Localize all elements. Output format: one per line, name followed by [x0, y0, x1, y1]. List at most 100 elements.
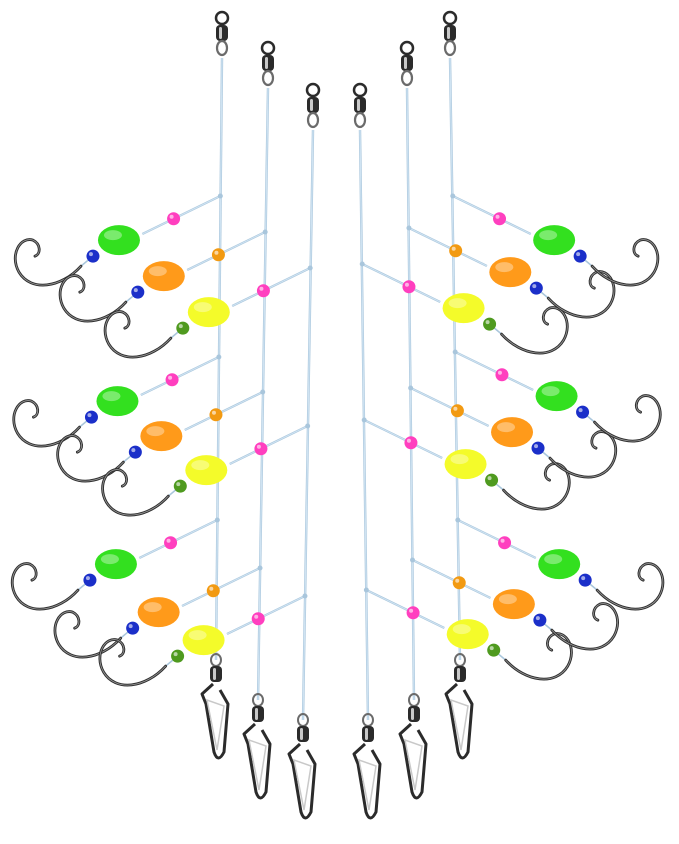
- foam-float-icon: [140, 421, 183, 452]
- foam-float-icon: [94, 549, 137, 580]
- dropper-arm-core: [457, 519, 537, 559]
- leader-line-core: [359, 129, 369, 721]
- dropper-arm-core: [139, 519, 218, 559]
- foam-float-icon: [489, 257, 532, 288]
- bead-icon: [404, 436, 418, 450]
- bead-icon: [498, 536, 512, 550]
- bead-icon: [402, 280, 416, 294]
- foam-float-icon: [137, 597, 180, 628]
- snap-swivel-icon: [287, 713, 317, 820]
- dropper-arm-core: [361, 263, 441, 303]
- foam-float-icon: [96, 386, 139, 417]
- foam-float-icon: [446, 619, 489, 650]
- dropper-arm-core: [229, 425, 308, 465]
- dropper-arm-core: [366, 589, 445, 629]
- snap-swivel-icon: [242, 693, 272, 800]
- knot: [363, 587, 369, 593]
- bead-icon: [84, 410, 98, 424]
- knot: [450, 193, 456, 199]
- knot: [409, 557, 415, 563]
- dropper-arm-core: [410, 387, 489, 427]
- circle-hook-icon: [504, 632, 573, 681]
- dropper-arm-core: [454, 351, 534, 391]
- circle-hook-icon: [548, 430, 618, 479]
- circle-hook-icon: [101, 468, 170, 517]
- dropper-arm-core: [412, 559, 491, 599]
- bead-icon: [487, 643, 501, 657]
- bead-icon: [209, 408, 223, 422]
- barrel-swivel-icon: [352, 82, 368, 129]
- barrel-swivel-icon: [214, 10, 230, 57]
- dropper-arm-core: [184, 391, 263, 431]
- bead-icon: [86, 249, 100, 263]
- circle-hook-icon: [550, 602, 619, 651]
- dropper-arm-core: [226, 595, 306, 635]
- hooks: [10, 238, 665, 687]
- circle-hook-icon: [58, 274, 128, 323]
- foam-float-icon: [492, 589, 535, 620]
- bead-icon: [254, 442, 268, 456]
- snap-swivel-icon: [200, 653, 230, 760]
- bead-icon: [495, 368, 509, 382]
- bead-icon: [126, 621, 140, 635]
- foam-float-icon: [533, 225, 576, 256]
- dropper-arm-core: [231, 267, 311, 307]
- circle-hook-icon: [502, 462, 571, 511]
- foam-float-icon: [442, 293, 485, 324]
- knot: [408, 385, 414, 391]
- dropper-arm-core: [181, 567, 261, 607]
- foam-float-icon: [444, 449, 487, 480]
- foam-float-icon: [491, 417, 534, 448]
- bead-icon: [452, 576, 466, 590]
- knot: [262, 229, 268, 235]
- knot: [216, 354, 222, 360]
- knot: [452, 349, 458, 355]
- knot: [214, 517, 220, 523]
- bottom-snap-swivels: [200, 653, 474, 820]
- bead-icon: [533, 613, 547, 627]
- knot: [257, 565, 263, 571]
- foam-float-icon: [187, 297, 230, 328]
- circle-hook-icon: [500, 306, 569, 355]
- foam-float-icon: [97, 225, 140, 256]
- circle-hook-icon: [590, 238, 660, 287]
- leader-line-core: [406, 87, 415, 701]
- bead-icon: [167, 212, 181, 226]
- foam-float-icon: [185, 455, 228, 486]
- foam-float-icon: [182, 625, 225, 656]
- bead-icon: [406, 606, 420, 620]
- bead-icon: [211, 248, 225, 262]
- knot: [305, 423, 311, 429]
- dropper-arms: [77, 193, 598, 667]
- bead-icon: [128, 445, 142, 459]
- bead-icon: [573, 249, 587, 263]
- bead-icon: [449, 244, 463, 258]
- dropper-arm-core: [186, 231, 266, 271]
- knot: [455, 517, 461, 523]
- bead-icon: [171, 649, 185, 663]
- floats-and-beads: [83, 212, 592, 663]
- knot: [406, 225, 412, 231]
- circle-hook-icon: [98, 638, 167, 687]
- bead-icon: [450, 404, 464, 418]
- dropper-arm-core: [363, 419, 443, 459]
- dropper-arm-core: [452, 195, 531, 235]
- leader-line-core: [449, 57, 461, 661]
- bead-icon: [256, 284, 270, 298]
- bead-icon: [493, 212, 507, 226]
- bead-icon: [531, 441, 545, 455]
- circle-hook-icon: [53, 610, 123, 659]
- knot: [260, 389, 266, 395]
- circle-hook-icon: [12, 399, 81, 448]
- circle-hook-icon: [595, 562, 665, 611]
- circle-hook-icon: [593, 394, 662, 443]
- foam-float-icon: [535, 381, 578, 412]
- knot: [217, 193, 223, 199]
- barrel-swivel-icon: [305, 82, 321, 129]
- circle-hook-icon: [13, 238, 83, 287]
- bead-icon: [576, 405, 590, 419]
- circle-hook-icon: [103, 310, 173, 359]
- circle-hook-icon: [10, 562, 80, 611]
- knot: [359, 261, 365, 267]
